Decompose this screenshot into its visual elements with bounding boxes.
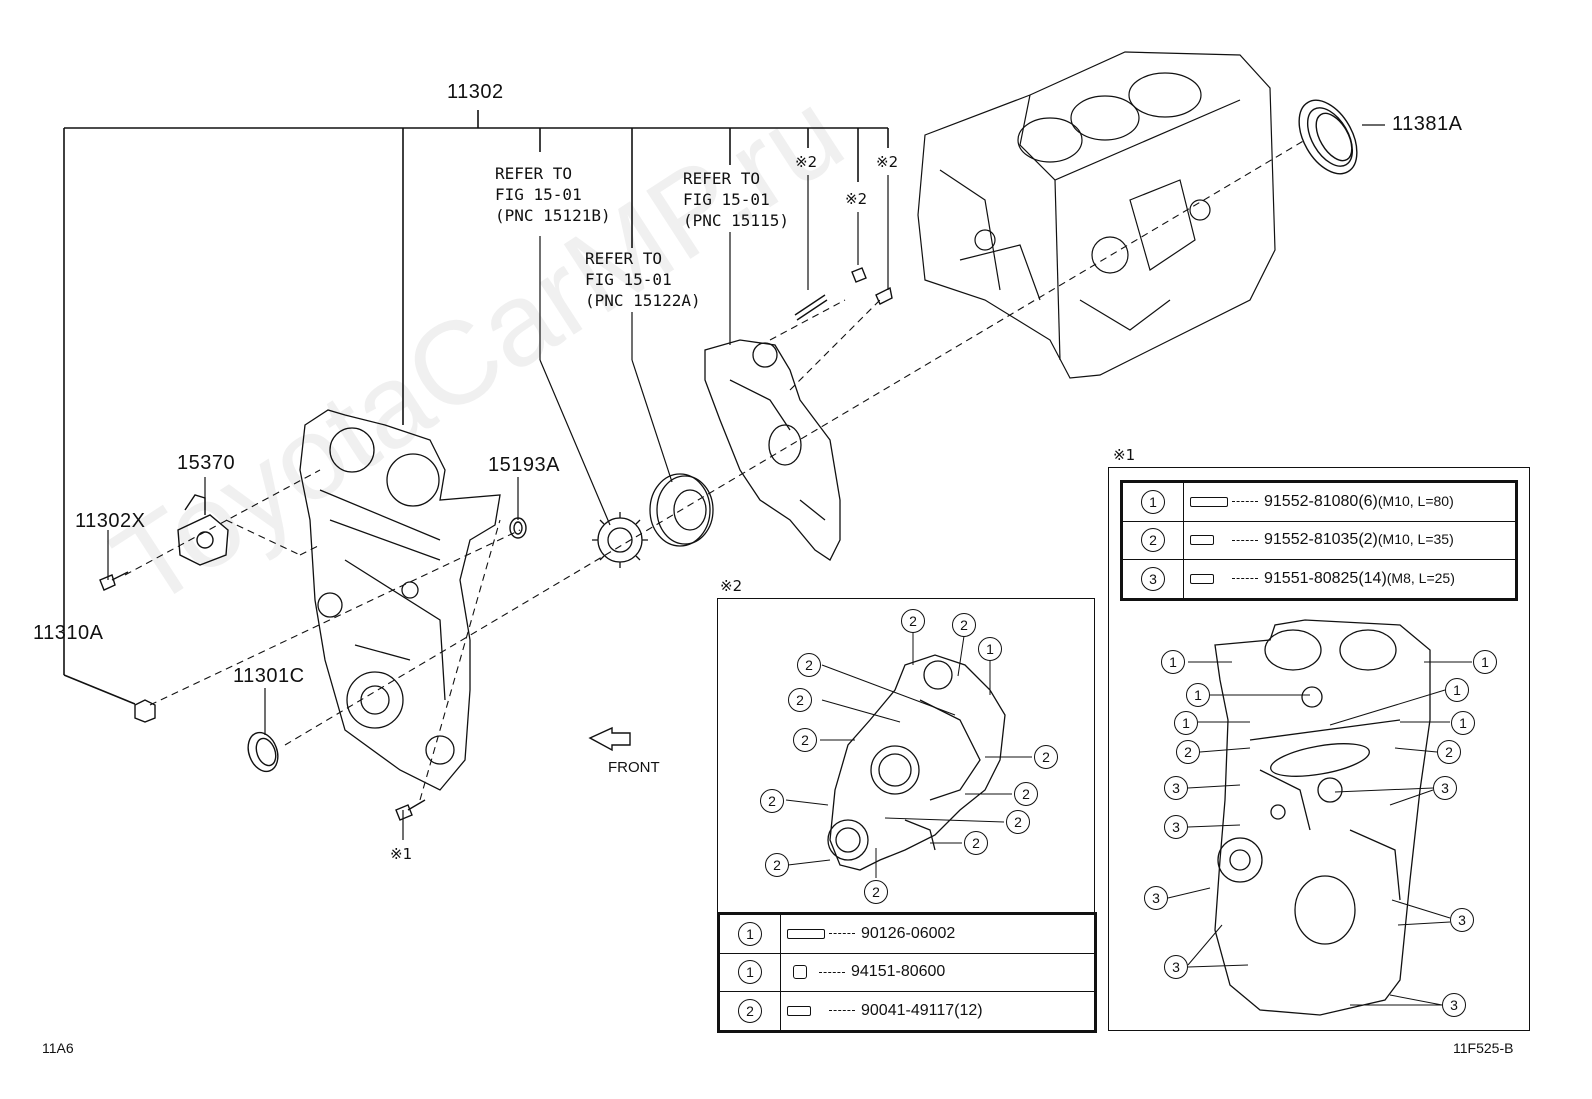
footer-left-code: 11A6 [42,1040,74,1056]
front-label: FRONT [608,759,660,776]
box2-callout: 2 [864,880,888,904]
box2-callout: 2 [788,688,812,712]
legend2-row1-num: 1 [738,921,762,946]
oil-pump-driven-rotor [649,473,714,547]
legend1-row1-part: 91552-81080(6) [1264,492,1378,510]
box2-callout: 2 [765,853,789,877]
bolt-bottom [395,799,426,821]
stud-nut-bolt [794,267,893,321]
legend1-row: 1 91552-81080(6)(M10, L=80) [1122,482,1516,522]
part-number-11302: 11302 [447,81,504,103]
legend1-row1-spec: (M10, L=80) [1377,492,1454,509]
box1-leaders [1167,661,1472,1006]
box1-label: ※1 [1113,446,1136,464]
box1-frame [1108,467,1530,1031]
box1-callout: 1 [1451,711,1475,735]
legend2-row: 1 94151-80600 [719,952,1095,993]
box1-callout: 3 [1164,955,1188,979]
part-number-11301c: 11301C [233,665,305,687]
box1-callout: 2 [1176,740,1200,764]
box2-legend-table: 1 90126-06002 1 94151-80600 2 90041-4911… [717,912,1097,1033]
seal-11301c [247,731,279,773]
footer-right-code: 11F525-B [1453,1040,1514,1056]
part-number-11381a: 11381A [1392,113,1463,135]
box2-callout: 2 [760,789,784,813]
legend2-row2-num: 1 [738,960,762,985]
reference-note-15122a: REFER TO FIG 15-01 (PNC 15122A) [585,249,701,310]
note-mark-2b: ※2 [845,190,868,208]
part-number-11302x: 11302X [75,510,146,532]
legend2-row3-part: 90041-49117(12) [861,1002,983,1020]
oil-pump-drive-gear [592,512,648,568]
legend2-row2-part: 94151-80600 [851,963,946,981]
box1-callout: 3 [1433,776,1457,800]
box1-callout: 3 [1442,993,1466,1017]
part-number-11310a: 11310A [33,622,104,644]
legend1-row2-num: 2 [1141,528,1165,553]
legend1-row3-spec: (M8, L=25) [1386,570,1455,587]
sensor-15370-illustration [177,494,229,566]
box2-callout: 2 [901,609,925,633]
oil-pump-body [704,339,841,561]
box1-callout: 3 [1144,886,1168,910]
box1-callout: 2 [1437,740,1461,764]
legend1-row2-part: 91552-81035(2) [1264,531,1378,549]
box1-legend-table: 1 91552-81080(6)(M10, L=80) 2 91552-8103… [1120,480,1518,601]
engine-block-illustration [917,51,1276,379]
oil-seal-11381a [1298,99,1358,175]
legend1-row1-num: 1 [1141,489,1165,514]
reference-note-15121b: REFER TO FIG 15-01 (PNC 15121B) [495,164,611,225]
box1-callout: 3 [1164,815,1188,839]
box1-callout: 3 [1164,776,1188,800]
legend2-row: 2 90041-49117(12) [719,991,1095,1031]
legend1-row3-part: 91551-80825(14) [1264,570,1387,588]
box1-timing-cover-drawing [1214,619,1431,1016]
note-mark-2c: ※2 [876,153,899,171]
nut-icon [793,965,807,980]
legend1-row3-num: 3 [1141,567,1165,592]
box2-leaders [785,632,1032,878]
box2-callout: 2 [793,728,817,752]
note-mark-2a: ※2 [795,153,818,171]
part-number-15193a: 15193A [488,454,560,476]
bolt-icon [787,1005,811,1016]
bolt-icon [1190,573,1214,584]
stud-icon [787,928,825,939]
assembly-dashed-lines [124,139,1306,801]
front-arrow [588,726,631,752]
box2-callout: 2 [1014,782,1038,806]
legend2-row1-part: 90126-06002 [861,924,956,942]
box1-callout: 3 [1450,908,1474,932]
box2-callout: 2 [797,653,821,677]
assembly-bracket-11302 [63,110,889,705]
note-mark-1-bottom: ※1 [390,845,413,863]
legend2-row3-num: 2 [738,999,762,1024]
box1-callout: 1 [1174,711,1198,735]
box1-callout: 1 [1186,683,1210,707]
box2-label: ※2 [720,577,743,595]
box2-callout: 2 [1034,745,1058,769]
reference-note-15115: REFER TO FIG 15-01 (PNC 15115) [683,169,789,230]
box2-callout: 2 [952,613,976,637]
legend1-row: 3 91551-80825(14)(M8, L=25) [1122,559,1516,599]
legend1-row2-spec: (M10, L=35) [1377,531,1454,548]
legend1-row: 2 91552-81035(2)(M10, L=35) [1122,520,1516,561]
long-bolt-icon [1190,496,1228,507]
part-number-15370: 15370 [177,452,236,474]
box2-callout: 1 [978,637,1002,661]
leader-lines [107,124,1385,840]
box2-callout: 2 [1006,810,1030,834]
timing-cover-illustration [299,409,501,791]
oring-15193a [509,517,527,539]
box1-callout: 1 [1473,650,1497,674]
box2-callout: 2 [964,831,988,855]
legend2-row: 1 90126-06002 [719,914,1095,954]
bolt-11302x [99,571,129,591]
bolt-icon [1190,535,1214,546]
box1-callout: 1 [1161,650,1185,674]
plug-11310a [134,699,156,723]
box1-callout: 1 [1445,678,1469,702]
